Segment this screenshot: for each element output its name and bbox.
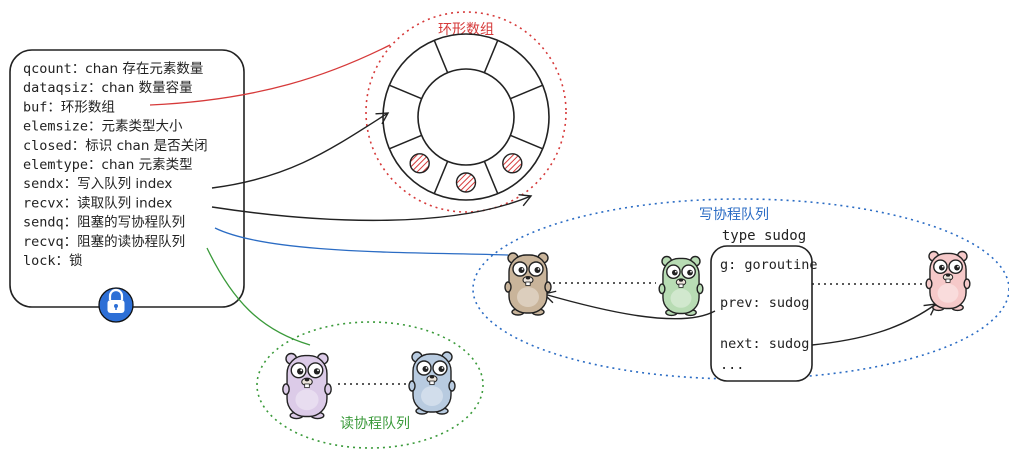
hchan-field-closed: closed：标识 chan 是否关闭 xyxy=(23,138,208,154)
hchan-field-elemtype: elemtype：chan 元素类型 xyxy=(23,157,193,173)
ring-segment-divider xyxy=(483,40,499,73)
ring-segment-divider xyxy=(510,134,543,150)
lock-icon xyxy=(98,287,134,323)
send-queue-title: 写协程队列 xyxy=(699,207,769,223)
sendx-arrow xyxy=(211,112,390,189)
ring-segment-divider xyxy=(433,161,449,194)
sudog-struct: type sudog g: goroutine prev: sudog next… xyxy=(710,228,818,382)
hchan-struct-box: qcount：chan 存在元素数量 dataqsiz：chan 数量容量 buf：… xyxy=(9,49,245,308)
ring-segment-divider xyxy=(389,84,422,100)
ring-buffer: 环形数组 xyxy=(365,11,567,213)
ring-buffer-filled-slots xyxy=(409,153,523,193)
sudog-field-more: ... xyxy=(720,357,744,373)
hchan-field-elemsize: elemsize：元素类型大小 xyxy=(23,119,183,135)
prev-arrow xyxy=(542,290,716,320)
recv-queue: 读协程队列 xyxy=(256,321,484,449)
hchan-field-list: qcount：chan 存在元素数量 dataqsiz：chan 数量容量 buf：… xyxy=(23,61,208,269)
ring-filled-slot xyxy=(409,153,430,174)
recvx-arrow xyxy=(211,194,533,222)
gopher-icon xyxy=(282,352,332,420)
hchan-field-recvx: recvx：读取队列 index xyxy=(23,195,172,211)
hchan-field-sendq: sendq：阻塞的写协程队列 xyxy=(23,214,185,231)
gopher-icon xyxy=(504,252,552,316)
ring-filled-slot xyxy=(455,172,477,193)
hchan-field-recvq: recvq：阻塞的读协程队列 xyxy=(23,233,185,250)
gopher-icon xyxy=(925,250,971,312)
ring-segment-divider xyxy=(510,84,543,100)
hchan-field-sendx: sendx：写入队列 index xyxy=(23,176,172,192)
sudog-field-prev: prev: sudog xyxy=(720,295,809,311)
gopher-icon xyxy=(658,255,704,317)
ring-filled-slot xyxy=(502,153,523,174)
hchan-field-qcount: qcount：chan 存在元素数量 xyxy=(23,61,203,77)
sudog-type-label: type sudog xyxy=(722,228,806,244)
ring-buffer-title: 环形数组 xyxy=(438,22,494,38)
next-arrow xyxy=(811,303,938,346)
hchan-field-dataqsiz: dataqsiz：chan 数量容量 xyxy=(23,79,193,96)
sudog-field-next: next: sudog xyxy=(720,336,809,352)
recv-queue-title: 读协程队列 xyxy=(340,415,410,432)
hchan-field-buf: buf：环形数组 xyxy=(23,99,115,115)
buf-connector xyxy=(149,44,391,106)
hchan-field-lock: lock：锁 xyxy=(23,253,83,269)
ring-segment-divider xyxy=(433,40,449,73)
ring-segment-divider xyxy=(483,161,499,194)
sendq-connector xyxy=(214,227,509,256)
send-queue: 写协程队列 type sudog g: goroutine prev: sudo… xyxy=(472,198,1009,382)
ring-buffer-segments xyxy=(389,40,543,194)
ring-segment-divider xyxy=(389,134,422,150)
gopher-icon xyxy=(408,351,456,415)
sudog-field-g: g: goroutine xyxy=(720,257,818,273)
